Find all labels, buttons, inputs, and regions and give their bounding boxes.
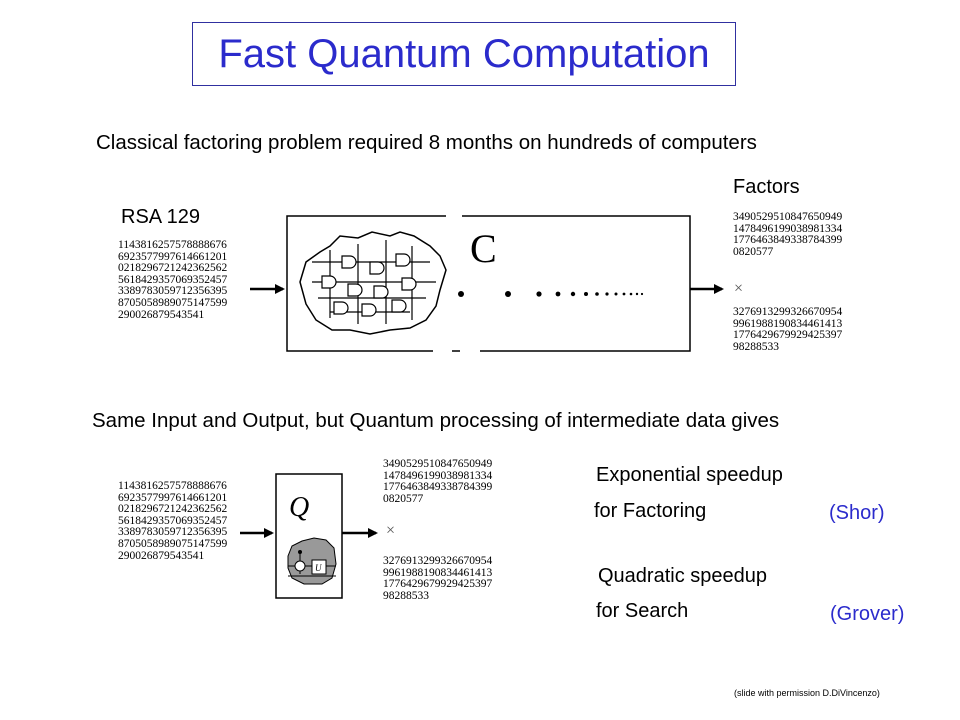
quantum-factor-two-line: 98288533 — [383, 589, 429, 602]
factors-label: Factors — [733, 176, 800, 198]
quantum-input-line: 5618429357069352457 — [118, 514, 228, 527]
classical-ellipsis-dots — [458, 291, 644, 297]
quantum-box — [275, 473, 343, 599]
shor-attribution: (Shor) — [829, 502, 885, 524]
factor-two-line: 3276913299326670954 — [733, 306, 843, 318]
quantum-factor-one-line: 0820577 — [383, 492, 424, 505]
classical-heading: Classical factoring problem required 8 m… — [96, 131, 757, 154]
quantum-input-line: 8705058989075147599 — [118, 537, 228, 550]
classical-box-label: C — [470, 226, 497, 271]
quantum-factor-two-line: 9961988190834461413 — [383, 566, 493, 579]
for-search-label: for Search — [596, 600, 689, 622]
rsa-number-line: 290026879543541 — [118, 308, 205, 321]
factor-one-line: 1776463849338784399 — [733, 234, 843, 247]
factor-one-line: 1478496199038981334 — [733, 222, 843, 235]
quantum-gate-label: U — [315, 563, 322, 573]
grover-attribution: (Grover) — [830, 603, 905, 625]
rsa-number-line: 1143816257578888676 — [118, 239, 227, 251]
quantum-factor-one-line: 1776463849338784399 — [383, 481, 493, 494]
quantum-heading: Same Input and Output, but Quantum proce… — [92, 409, 780, 432]
classical-circuit-icon — [299, 231, 447, 335]
quantum-input-line: 1143816257578888676 — [118, 480, 227, 492]
classical-box — [286, 215, 691, 352]
quantum-input-line: 3389783059712356395 — [118, 526, 228, 539]
quantum-times-sign: × — [386, 522, 396, 539]
factor-two-line: 98288533 — [733, 340, 779, 353]
for-factoring-label: for Factoring — [594, 500, 707, 522]
quantum-circuit-icon: U — [287, 537, 337, 585]
title-box: Fast Quantum Computation — [192, 22, 736, 86]
quantum-factor-two-line: 3276913299326670954 — [383, 555, 493, 567]
factor-two-line: 1776429679929425397 — [733, 329, 843, 342]
quantum-input-line: 6923577997614661201 — [118, 491, 228, 504]
rsa-number-line: 5618429357069352457 — [118, 273, 228, 286]
factor-two-line: 9961988190834461413 — [733, 317, 843, 330]
quantum-input-line: 0218296721242362562 — [118, 503, 228, 516]
page-title: Fast Quantum Computation — [218, 31, 710, 76]
quantum-factor-one-line: 3490529510847650949 — [383, 458, 493, 470]
rsa-number-line: 6923577997614661201 — [118, 250, 228, 263]
rsa-label: RSA 129 — [121, 206, 200, 228]
rsa-number-line: 0218296721242362562 — [118, 262, 228, 275]
exponential-speedup-label: Exponential speedup — [596, 464, 783, 486]
quantum-input-line: 290026879543541 — [118, 549, 205, 562]
rsa-number-line: 3389783059712356395 — [118, 285, 228, 298]
credit-note: (slide with permission D.DiVincenzo) — [734, 688, 880, 698]
factor-one-line: 0820577 — [733, 245, 774, 258]
quantum-factor-two-line: 1776429679929425397 — [383, 578, 493, 591]
classical-box-gaps — [433, 214, 480, 353]
classical-times-sign: × — [734, 280, 744, 297]
factor-one-line: 3490529510847650949 — [733, 211, 843, 223]
quadratic-speedup-label: Quadratic speedup — [598, 565, 768, 587]
quantum-factor-one-line: 1478496199038981334 — [383, 469, 493, 482]
quantum-box-label: Q — [289, 492, 309, 523]
rsa-number-line: 8705058989075147599 — [118, 296, 228, 309]
